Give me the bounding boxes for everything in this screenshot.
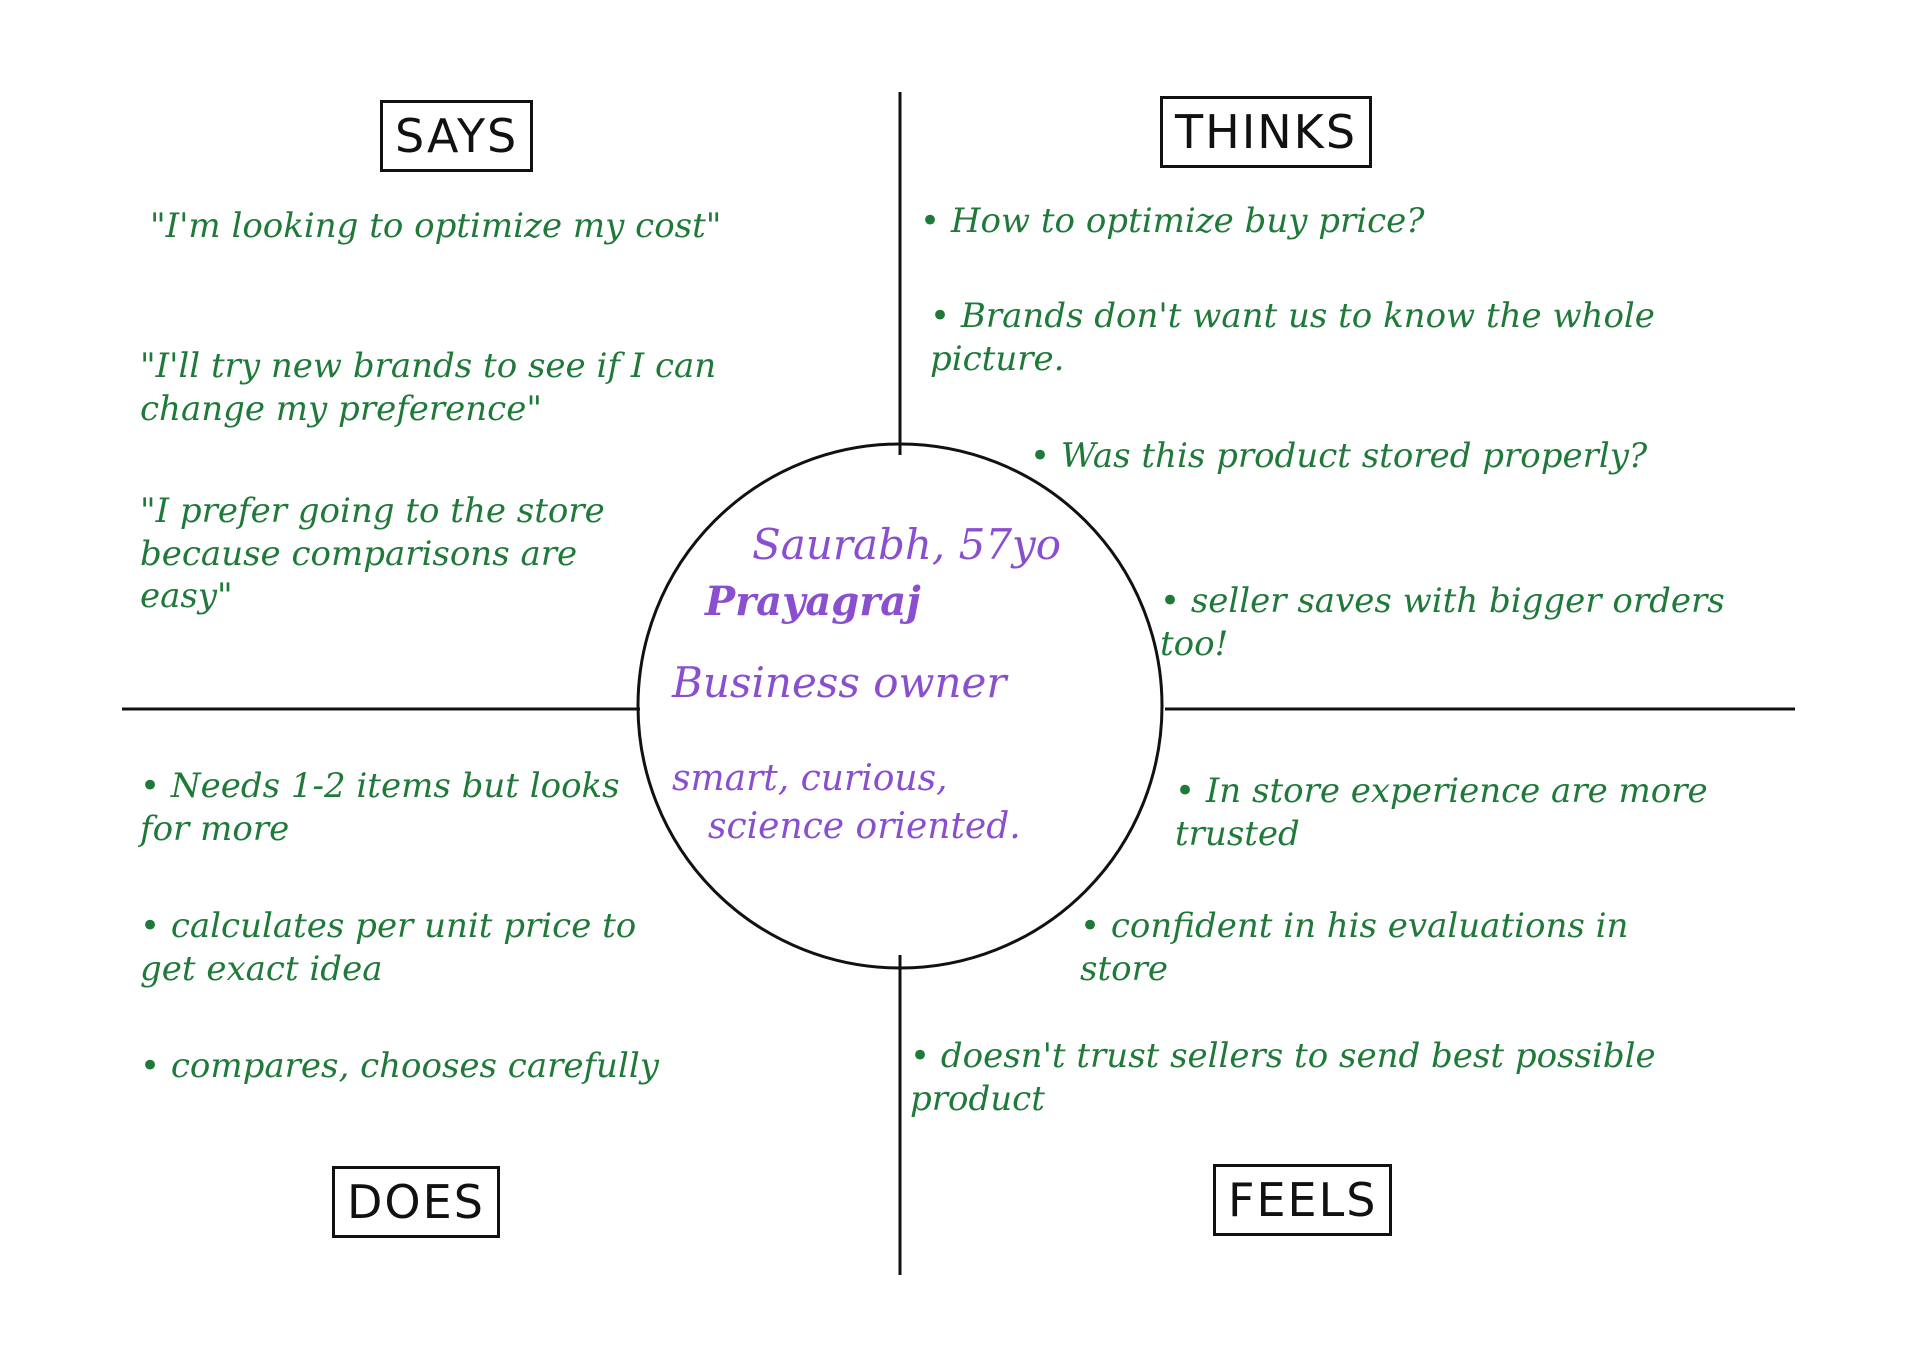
says-note: "I'm looking to optimize my cost" bbox=[150, 206, 722, 246]
does-label: DOES bbox=[332, 1166, 500, 1238]
feels-note: • In store experience are more trusted bbox=[1175, 771, 1708, 854]
thinks-note: • Brands don't want us to know the whole… bbox=[930, 296, 1655, 379]
does-note: • calculates per unit price to get exact… bbox=[140, 906, 637, 989]
persona-role: Business owner bbox=[672, 658, 1007, 707]
says-note: "I'll try new brands to see if I can cha… bbox=[140, 346, 717, 429]
does-note: • compares, chooses carefully bbox=[140, 1046, 659, 1086]
thinks-label: THINKS bbox=[1160, 96, 1373, 168]
feels-note: • doesn't trust sellers to send best pos… bbox=[910, 1036, 1656, 1119]
persona-location: Prayagraj bbox=[705, 578, 921, 625]
persona-name-age: Saurabh, 57yo bbox=[752, 520, 1062, 569]
persona-circle bbox=[636, 442, 1164, 970]
says-label: SAYS bbox=[380, 100, 534, 172]
thinks-note: • Was this product stored properly? bbox=[1030, 436, 1648, 476]
feels-label: FEELS bbox=[1213, 1164, 1393, 1236]
thinks-note: • seller saves with bigger orders too! bbox=[1160, 581, 1725, 664]
feels-note: • confident in his evaluations in store bbox=[1080, 906, 1629, 989]
does-note: • Needs 1-2 items but looks for more bbox=[140, 766, 620, 849]
thinks-note: • How to optimize buy price? bbox=[920, 201, 1425, 241]
persona-traits-line2: science oriented. bbox=[708, 806, 1021, 847]
says-note: "I prefer going to the store because com… bbox=[140, 491, 605, 616]
persona-traits-line1: smart, curious, bbox=[672, 758, 948, 799]
